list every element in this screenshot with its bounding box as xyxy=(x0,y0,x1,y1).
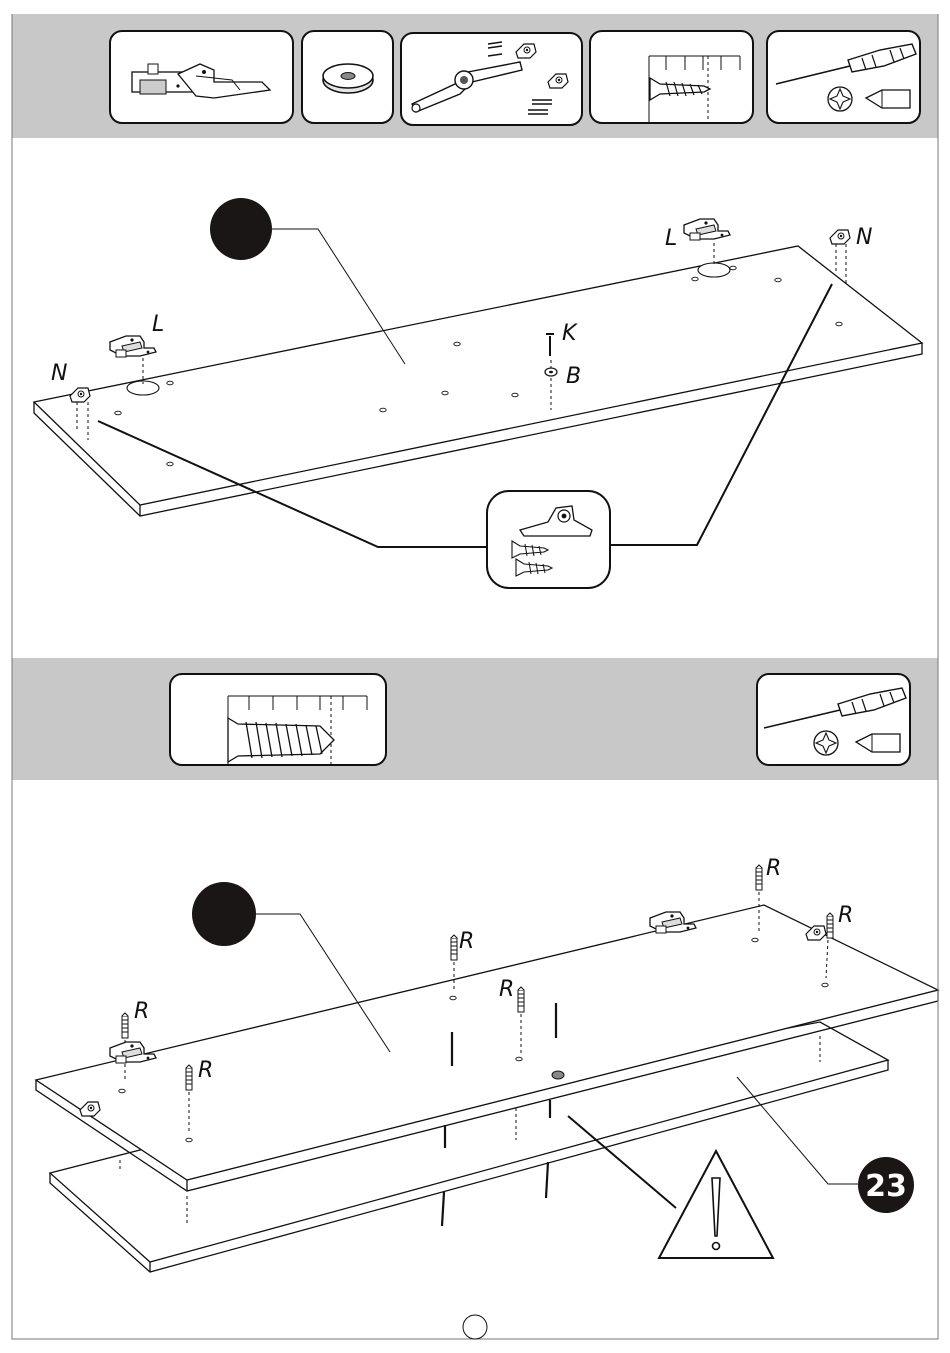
hinge-right-part xyxy=(684,219,730,264)
panel-top xyxy=(34,246,922,516)
label-plate-left: N xyxy=(51,361,67,386)
label-screw-k: K xyxy=(562,321,578,346)
label-dowel-r5: R xyxy=(766,856,781,881)
label-dowel-r2: R xyxy=(198,1058,213,1083)
part-number-badge: 23 xyxy=(858,1157,914,1213)
hinge-left-part xyxy=(110,336,156,384)
page-number-circle xyxy=(463,1315,487,1339)
screw-length-box xyxy=(590,31,753,123)
label-dowel-r6: R xyxy=(838,903,853,928)
washer-part-box xyxy=(302,31,393,123)
panel-marker xyxy=(210,198,272,260)
label-dowel-r3: R xyxy=(459,929,474,954)
step-section-2: R R R R R R 23 xyxy=(36,856,938,1272)
label-washer-b: B xyxy=(566,364,581,389)
screwdriver-box xyxy=(767,31,920,123)
warning-icon xyxy=(659,1151,773,1258)
part-number-text: 23 xyxy=(865,1169,907,1204)
label-hinge-right: L xyxy=(665,226,677,251)
phillips-tip-icon xyxy=(814,731,838,755)
step-section-1: L L N N K B xyxy=(34,198,922,588)
label-plate-right: N xyxy=(856,225,872,250)
label-dowel-r1: R xyxy=(134,999,149,1024)
hinge-part-box xyxy=(110,31,293,123)
washer-b-part xyxy=(545,368,557,376)
washer-icon xyxy=(323,64,373,93)
plate-detail-callout xyxy=(487,491,610,588)
label-hinge-left: L xyxy=(152,312,164,337)
toolbar-top xyxy=(12,14,938,138)
screwdriver-box xyxy=(757,674,910,765)
label-dowel-r4: R xyxy=(499,977,514,1002)
screw-length-box xyxy=(170,674,386,765)
panel-marker xyxy=(192,882,256,946)
toolbar-middle xyxy=(12,658,938,780)
lift-mechanism-part-box xyxy=(401,33,582,125)
phillips-tip-icon xyxy=(828,87,852,111)
